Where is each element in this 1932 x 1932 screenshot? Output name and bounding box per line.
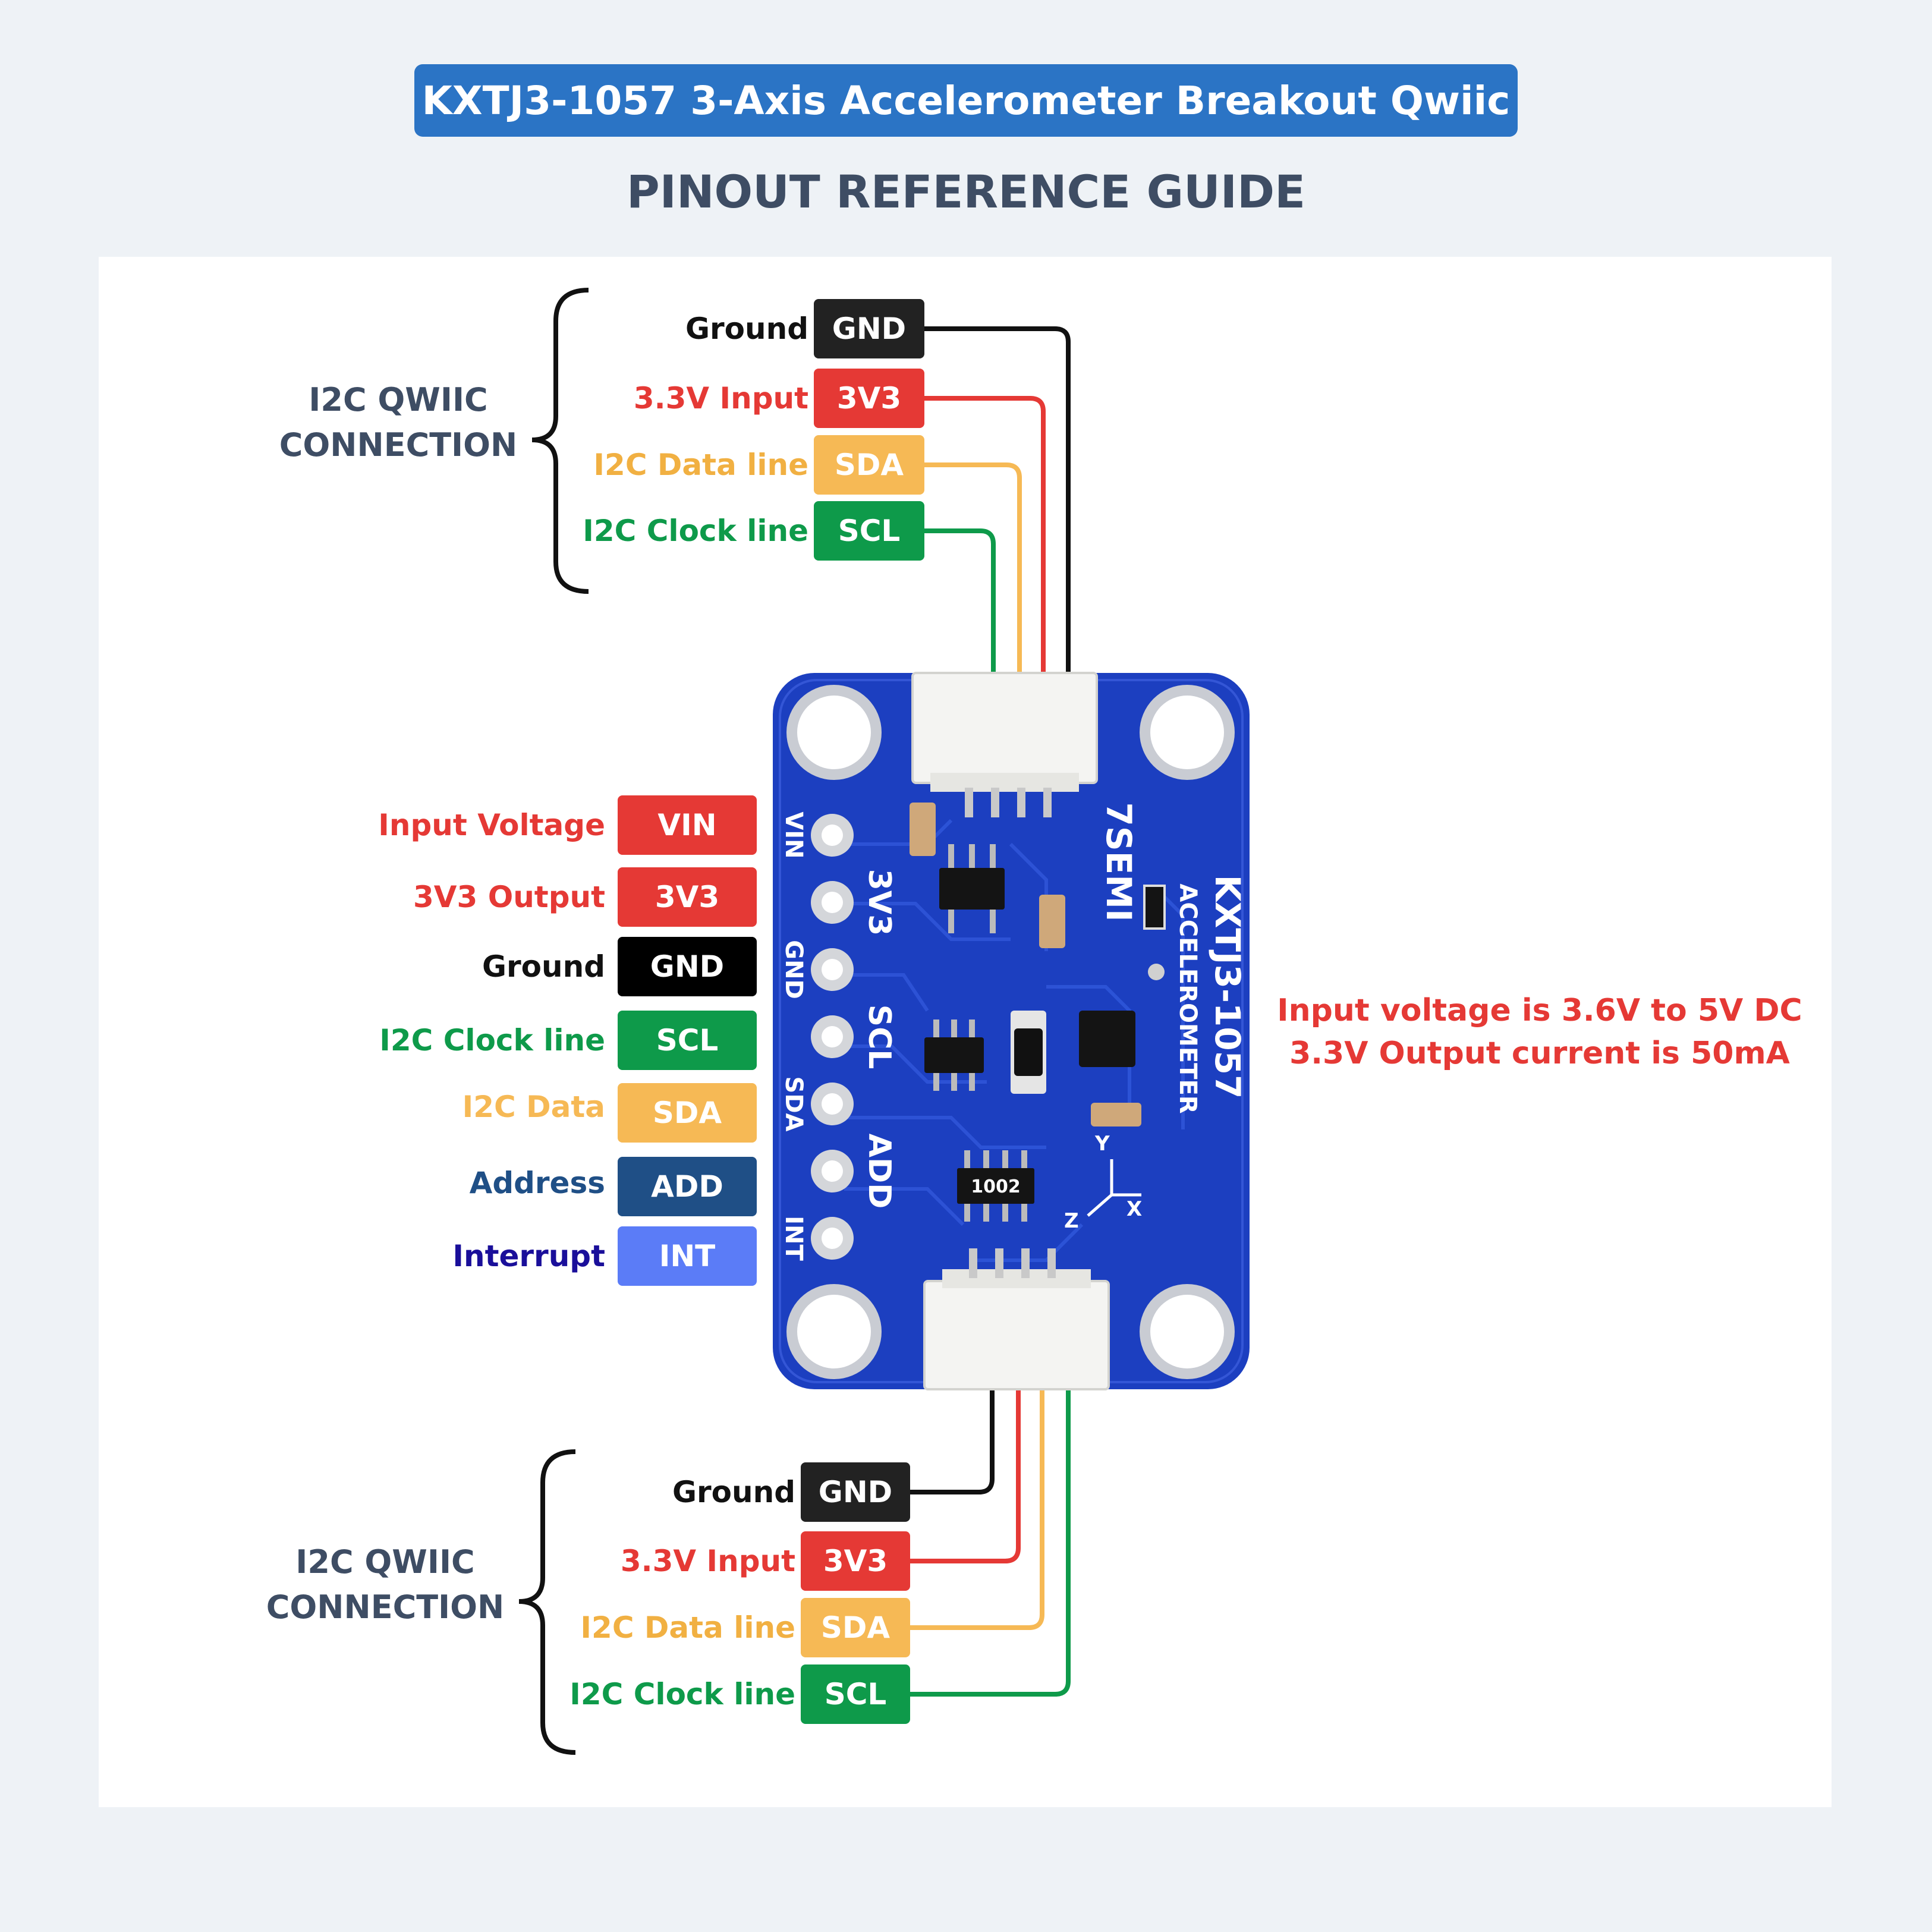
silk-pin-gnd: GND [780,940,807,999]
bottom-pin-scl: SCL [801,1664,910,1724]
header-pin-int: INT [618,1226,757,1286]
bottom-group-brace [518,1449,576,1755]
silk-resistor-code: 1002 [971,1176,1021,1197]
bottom-group-label: I2C QWIIC CONNECTION [248,1540,522,1630]
top-wire-3v3 [924,396,1046,690]
top-pin-scl: SCL [814,501,924,561]
header-pin-sda: SDA [618,1083,757,1143]
silk-pin-int: INT [780,1216,807,1261]
pcb-board: VIN 3V3 GND SCL SDA ADD INT 7SEMI KXTJ3-… [773,672,1250,1390]
silk-brand: 7SEMI [1099,802,1139,921]
header-label-scl: I2C Clock line [379,1023,605,1058]
silk-type: ACCELEROMETER [1174,883,1201,1113]
silk-pin-vin: VIN [780,811,807,858]
top-wire-sda [924,462,1022,690]
title-text: KXTJ3-1057 3-Axis Accelerometer Breakout… [421,77,1511,124]
title-banner: KXTJ3-1057 3-Axis Accelerometer Breakout… [414,64,1518,137]
top-label-3v3: 3.3V Input [633,381,808,416]
note-output-current: 3.3V Output current is 50mA [1289,1036,1790,1071]
bottom-group-label-line1: I2C QWIIC [295,1543,475,1581]
header-label-add: Address [469,1166,605,1200]
header-label-sda: I2C Data [462,1090,605,1124]
mounting-holes [786,685,1235,1379]
silk-axis-y: Y [1094,1132,1110,1156]
header-label-3v3: 3V3 Output [413,880,605,914]
bottom-wire-scl [910,1385,1071,1697]
top-qwiic-connector [911,672,1098,817]
top-wire-scl [924,528,996,690]
top-pin-3v3: 3V3 [814,369,924,428]
bottom-group-label-line2: CONNECTION [266,1588,505,1626]
bottom-pin-gnd: GND [801,1462,910,1522]
note-input-voltage: Input voltage is 3.6V to 5V DC [1277,993,1802,1028]
header-pin-vin: VIN [618,795,757,855]
header-label-int: Interrupt [452,1239,605,1273]
top-pin-sda: SDA [814,435,924,495]
silk-pin-3v3: 3V3 [861,869,897,936]
bottom-wire-gnd [910,1385,995,1494]
top-group-label-line2: CONNECTION [279,426,518,464]
top-group-label-line1: I2C QWIIC [309,381,488,419]
header-label-gnd: Ground [482,949,605,984]
bottom-pin-3v3: 3V3 [801,1531,910,1591]
top-label-gnd: Ground [685,311,808,346]
silk-axis-x: X [1127,1197,1142,1221]
axis-arrows [1087,1159,1141,1217]
subtitle: PINOUT REFERENCE GUIDE [626,165,1306,218]
bottom-label-3v3: 3.3V Input [620,1544,795,1578]
top-wire-gnd [924,326,1071,690]
bottom-pin-sda: SDA [801,1598,910,1657]
header-pin-add: ADD [618,1157,757,1216]
header-label-vin: Input Voltage [378,808,605,842]
bottom-qwiic-connector [923,1248,1110,1390]
bottom-label-gnd: Ground [672,1475,795,1509]
bottom-wire-sda [910,1385,1044,1630]
top-label-scl: I2C Clock line [583,514,808,548]
silk-model: KXTJ3-1057 [1207,875,1248,1099]
header-pin-gnd: GND [618,937,757,996]
bottom-label-scl: I2C Clock line [569,1677,795,1711]
header-pin-scl: SCL [618,1011,757,1070]
silk-pin-add: ADD [861,1134,897,1209]
bottom-wire-3v3 [910,1385,1021,1563]
header-pads [811,814,854,1260]
bottom-label-sda: I2C Data line [580,1610,795,1645]
board-components [910,803,1166,1222]
silk-axis-z: Z [1064,1209,1079,1233]
header-pin-3v3: 3V3 [618,867,757,927]
silk-pin-sda: SDA [780,1077,807,1132]
top-group-label: I2C QWIIC CONNECTION [262,377,535,468]
top-pin-gnd: GND [814,299,924,358]
top-label-sda: I2C Data line [593,448,808,482]
silk-pin-scl: SCL [861,1005,897,1069]
top-group-brace [531,288,589,594]
